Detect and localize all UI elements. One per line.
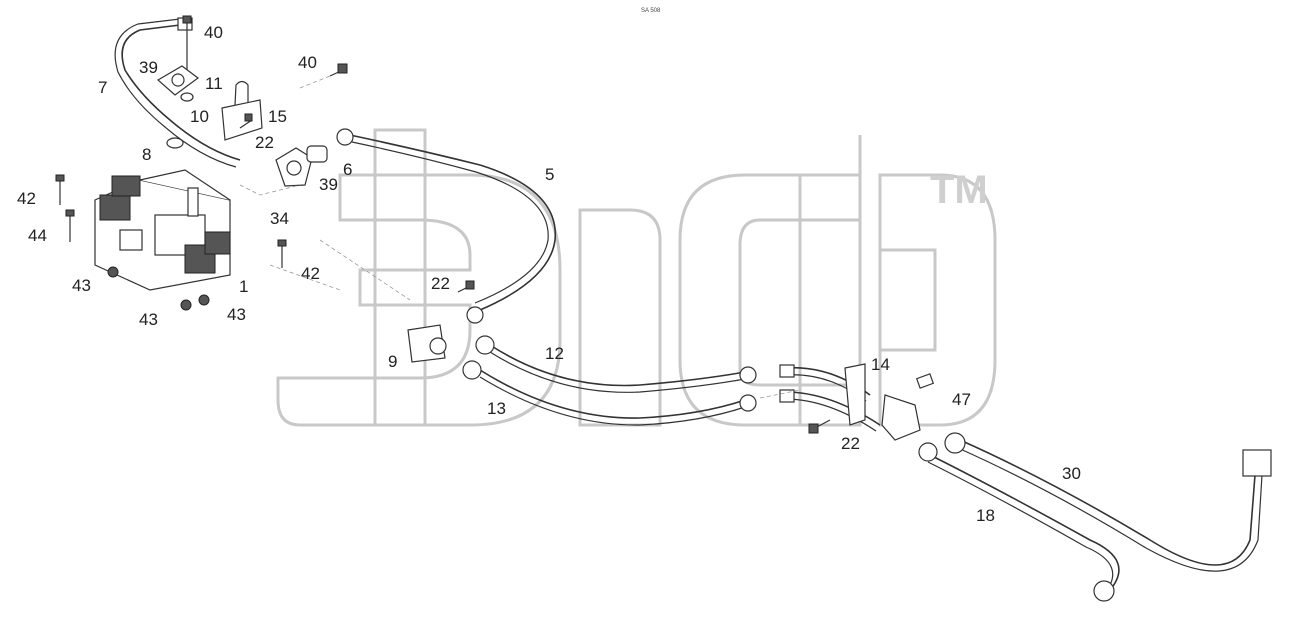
hose-12 — [489, 344, 746, 393]
callout-43: 43 — [227, 305, 246, 324]
header-code: SA 508 — [641, 8, 661, 14]
callouts: 40 39 7 11 10 15 40 22 8 6 5 39 42 34 44… — [17, 23, 1081, 525]
bolt-44 — [65, 209, 75, 242]
bolt-22-bottom — [808, 419, 831, 434]
callout-1: 1 — [239, 277, 248, 296]
adapter-upper — [779, 364, 795, 378]
tube-30 — [957, 439, 1263, 572]
tube-30-end-nut — [1242, 449, 1272, 477]
watermark-trademark: TM — [930, 168, 988, 212]
flange-39-lower — [275, 147, 313, 187]
callout-47: 47 — [952, 390, 971, 409]
callout-13: 13 — [487, 399, 506, 418]
nut-43-left — [107, 266, 119, 278]
bolt-22-middle — [457, 280, 475, 293]
callout-12: 12 — [545, 344, 564, 363]
callout-30: 30 — [1062, 464, 1081, 483]
bolt-42-right — [277, 239, 287, 268]
callout-40: 40 — [204, 23, 223, 42]
callout-43: 43 — [139, 310, 158, 329]
callout-40: 40 — [298, 53, 317, 72]
callout-9: 9 — [388, 352, 397, 371]
plug-47 — [915, 373, 935, 389]
flange-11 — [156, 65, 200, 96]
bolt-40-top — [182, 15, 192, 70]
callout-22: 22 — [841, 434, 860, 453]
coupling-6 — [306, 145, 328, 163]
adapter-lower — [779, 389, 795, 403]
hose-18-start-fitting — [918, 442, 938, 462]
callout-5: 5 — [545, 165, 554, 184]
callout-22: 22 — [255, 133, 274, 152]
callout-6: 6 — [343, 160, 352, 179]
hose-18 — [927, 454, 1120, 595]
bolt-22-bracket — [239, 113, 253, 129]
callout-39: 39 — [319, 175, 338, 194]
bracket-15 — [221, 80, 263, 141]
callout-39: 39 — [139, 58, 158, 77]
hose-13 — [479, 369, 746, 426]
tube-30-start-fitting — [944, 432, 966, 454]
o-ring-10 — [180, 92, 194, 102]
control-valve-block — [94, 169, 231, 291]
o-ring-8 — [166, 137, 184, 149]
bracket-14 — [844, 363, 866, 426]
hose-12-end-fitting — [739, 366, 757, 384]
callout-42: 42 — [17, 189, 36, 208]
tube-7 — [114, 18, 241, 168]
bolt-40-upper-right — [329, 63, 348, 77]
callout-8: 8 — [142, 145, 151, 164]
callout-11: 11 — [205, 74, 223, 93]
callout-22: 22 — [431, 274, 450, 293]
hose-5-fitting-bottom — [466, 306, 484, 324]
flange-9 — [407, 324, 447, 363]
callout-15: 15 — [268, 107, 287, 126]
callout-10: 10 — [190, 107, 209, 126]
nut-43-right — [198, 294, 210, 306]
hose-12-fitting — [475, 335, 495, 355]
tee-block — [881, 394, 921, 441]
leader-lines — [239, 75, 801, 399]
callout-42: 42 — [301, 264, 320, 283]
bolt-42-left — [55, 174, 65, 205]
hose-5-fitting-top — [336, 128, 354, 146]
callout-34: 34 — [270, 209, 289, 228]
callout-14: 14 — [871, 355, 890, 374]
callout-7: 7 — [98, 78, 107, 97]
hose-18-end-fitting — [1093, 580, 1115, 602]
hose-13-end-fitting — [739, 394, 757, 412]
callout-18: 18 — [976, 506, 995, 525]
nut-43-middle — [180, 299, 192, 311]
watermark-logo: TM — [276, 128, 997, 427]
hose-5 — [349, 134, 557, 311]
callout-44: 44 — [28, 226, 47, 245]
callout-43: 43 — [72, 276, 91, 295]
hose-13-fitting — [462, 360, 482, 380]
